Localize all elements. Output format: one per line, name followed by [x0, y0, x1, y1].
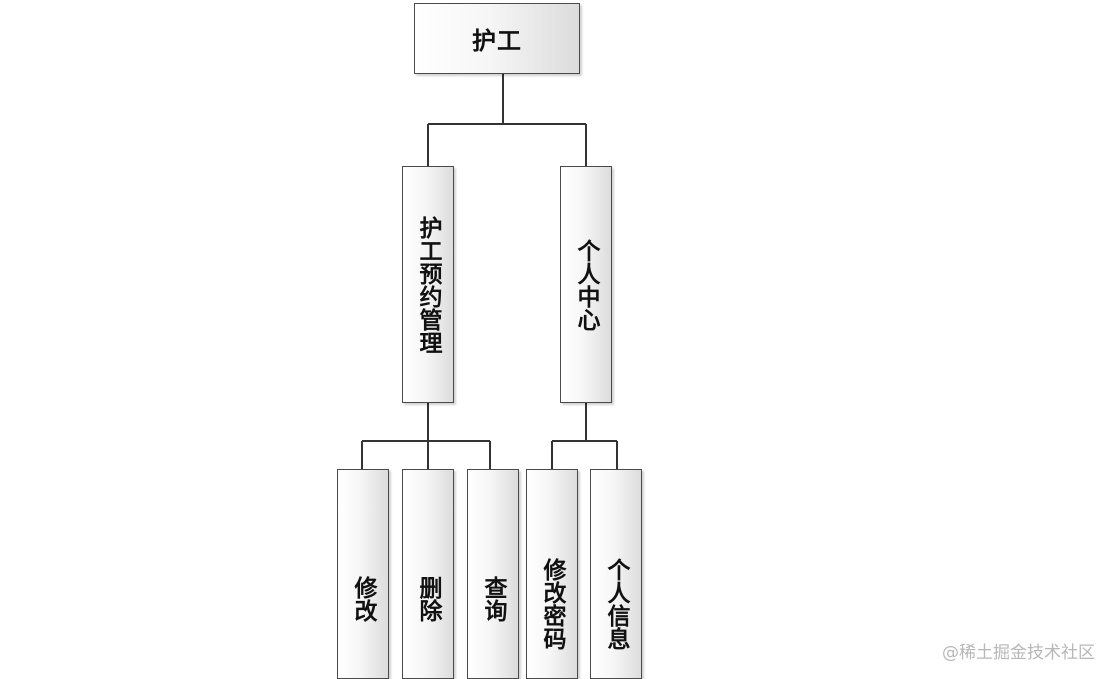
- leaf-node-modify: 修改: [337, 469, 389, 679]
- branch-1-connector: [361, 403, 491, 473]
- leaf-label-change-password: 修改密码: [539, 558, 565, 650]
- leaf-node-personal-info: 个人信息: [590, 469, 642, 679]
- branch-node-personal-center: 个人中心: [560, 166, 612, 403]
- branch-node-appointment: 护工预约管理: [402, 166, 454, 403]
- leaf-label-modify: 修改: [350, 576, 376, 622]
- root-connector: [427, 74, 587, 166]
- watermark-text: @稀土掘金技术社区: [942, 643, 1095, 663]
- leaf-label-query: 查询: [480, 576, 506, 622]
- leaf-node-delete: 删除: [402, 469, 454, 679]
- root-label: 护工: [472, 27, 522, 55]
- leaf-label-personal-info: 个人信息: [603, 558, 629, 650]
- branch-label-personal-center: 个人中心: [573, 238, 599, 331]
- leaf-node-query: 查询: [467, 469, 519, 679]
- leaf-node-change-password: 修改密码: [526, 469, 578, 679]
- leaf-label-delete: 删除: [415, 576, 441, 622]
- branch-label-appointment: 护工预约管理: [415, 215, 441, 354]
- root-node: 护工: [414, 3, 580, 74]
- branch-2-connector: [551, 403, 618, 469]
